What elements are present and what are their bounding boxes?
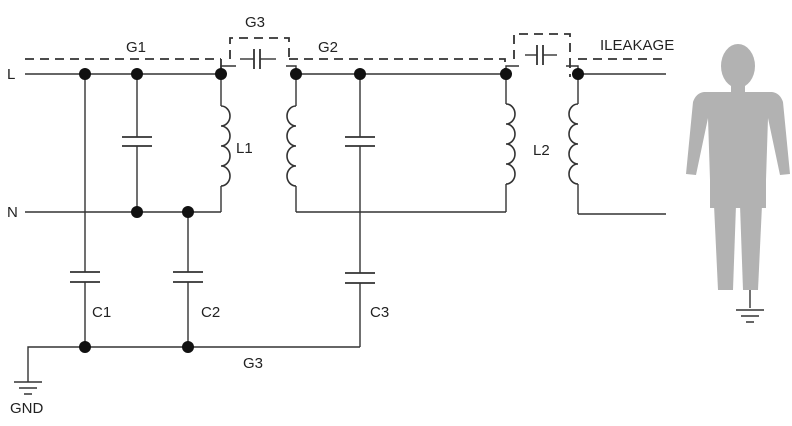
capacitor-c2 [173,212,203,347]
inductor-g2-left [286,74,297,212]
parasitic-dashed-path [25,33,665,77]
l2-label: L2 [533,142,550,159]
gnd-label: GND [10,400,44,417]
node-l-c3 [354,68,366,80]
node-gnd-c2 [182,341,194,353]
node-l-g2 [290,68,302,80]
node-l-l1 [215,68,227,80]
g3-bottom-label: G3 [243,355,263,372]
node-l-cx [131,68,143,80]
g2-label: G2 [318,39,338,56]
capacitor-c1 [70,74,100,347]
ground-icon [14,372,42,395]
inductor-g2-right [505,74,516,212]
neutral-wire [25,211,666,215]
node-l-c1 [79,68,91,80]
capacitor-c3 [345,74,375,347]
junction-nodes [79,68,584,353]
inductor-l2 [568,74,579,214]
l1-label: L1 [236,140,253,157]
g3-top-label: G3 [245,14,265,31]
c1-label: C1 [92,304,111,321]
node-n-c2 [182,206,194,218]
inductor-l1 [220,74,231,212]
line-label: L [7,66,15,83]
ground-bus [27,346,360,372]
c2-label: C2 [201,304,220,321]
coupling-capacitor-g3 [240,49,276,69]
g1-label: G1 [126,39,146,56]
human-figure-icon [686,44,790,323]
node-n-cx [131,206,143,218]
neutral-label: N [7,204,18,221]
node-l-l2-in [500,68,512,80]
capacitor-x [122,74,152,212]
node-l-l2-out [572,68,584,80]
c3-label: C3 [370,304,389,321]
coupling-capacitor-right [525,45,557,65]
node-gnd-c1 [79,341,91,353]
ileakage-label: ILEAKAGE [600,37,674,54]
